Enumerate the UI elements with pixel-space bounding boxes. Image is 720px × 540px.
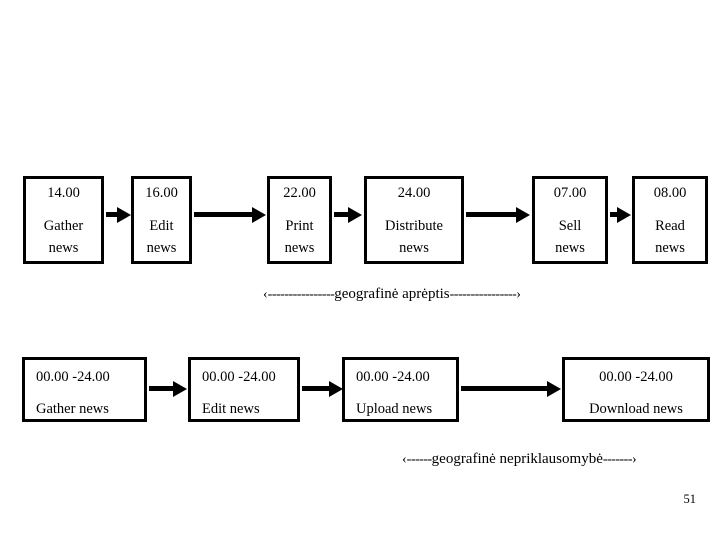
online-box-gather-news[interactable]: 00.00 -24.00 Gather news xyxy=(22,357,147,422)
process-time: 16.00 xyxy=(145,185,178,201)
annotation-geographic-independence: ‹------geografinė nepriklausomybė-------… xyxy=(402,450,637,469)
process-label: Gather news xyxy=(43,218,84,256)
process-time: 14.00 xyxy=(47,185,80,201)
top-arrow-2 xyxy=(194,212,253,217)
process-label: Distribute news xyxy=(385,218,443,256)
top-arrow-4 xyxy=(466,212,517,217)
annotation-caption: geografinė aprėptis xyxy=(334,286,450,302)
bottom-arrow-2 xyxy=(302,386,330,391)
left-dashes: ---------------- xyxy=(267,287,335,302)
online-time: 00.00 -24.00 xyxy=(599,369,673,385)
bottom-arrow-1 xyxy=(149,386,174,391)
process-box-print-news[interactable]: 22.00 Print news xyxy=(267,176,332,264)
online-time: 00.00 -24.00 xyxy=(356,369,430,385)
process-box-read-news[interactable]: 08.00 Read news xyxy=(632,176,708,264)
annotation-geographic-coverage: ‹----------------geografinė aprėptis----… xyxy=(263,285,521,304)
top-arrow-1 xyxy=(106,212,118,217)
process-time: 24.00 xyxy=(397,185,431,201)
top-arrow-3 xyxy=(334,212,349,217)
online-label: Gather news xyxy=(36,401,109,417)
page-number: 51 xyxy=(683,492,697,506)
process-label: Read news xyxy=(655,218,685,256)
process-label: Edit news xyxy=(146,218,177,256)
left-dashes: ------ xyxy=(406,452,432,467)
process-box-gather-news[interactable]: 14.00 Gather news xyxy=(23,176,104,264)
left-arrow-glyph: ‹ xyxy=(263,287,268,302)
process-box-sell-news[interactable]: 07.00 Sell news xyxy=(532,176,608,264)
left-arrow-glyph: ‹ xyxy=(402,452,407,467)
process-box-distribute-news[interactable]: 24.00 Distribute news xyxy=(364,176,464,264)
right-arrow-glyph: › xyxy=(516,287,521,302)
process-time: 08.00 xyxy=(653,185,687,201)
process-time: 22.00 xyxy=(283,185,316,201)
online-box-upload-news[interactable]: 00.00 -24.00 Upload news xyxy=(342,357,459,422)
online-time: 00.00 -24.00 xyxy=(202,369,276,385)
process-label: Print news xyxy=(284,218,315,256)
online-box-download-news[interactable]: 00.00 -24.00 Download news xyxy=(562,357,710,422)
online-label: Upload news xyxy=(356,401,433,417)
top-arrow-5 xyxy=(610,212,618,217)
process-box-edit-news[interactable]: 16.00 Edit news xyxy=(131,176,192,264)
right-dashes: ---------------- xyxy=(449,287,517,302)
process-label: Sell news xyxy=(555,218,585,256)
online-label: Download news xyxy=(589,401,683,417)
process-time: 07.00 xyxy=(553,185,587,201)
bottom-arrow-3 xyxy=(461,386,548,391)
online-time: 00.00 -24.00 xyxy=(36,369,110,385)
annotation-caption: geografinė nepriklausomybė xyxy=(431,451,603,467)
online-label: Edit news xyxy=(202,401,260,417)
right-arrow-glyph: › xyxy=(632,452,637,467)
right-dashes: ------- xyxy=(602,452,633,467)
online-box-edit-news[interactable]: 00.00 -24.00 Edit news xyxy=(188,357,300,422)
